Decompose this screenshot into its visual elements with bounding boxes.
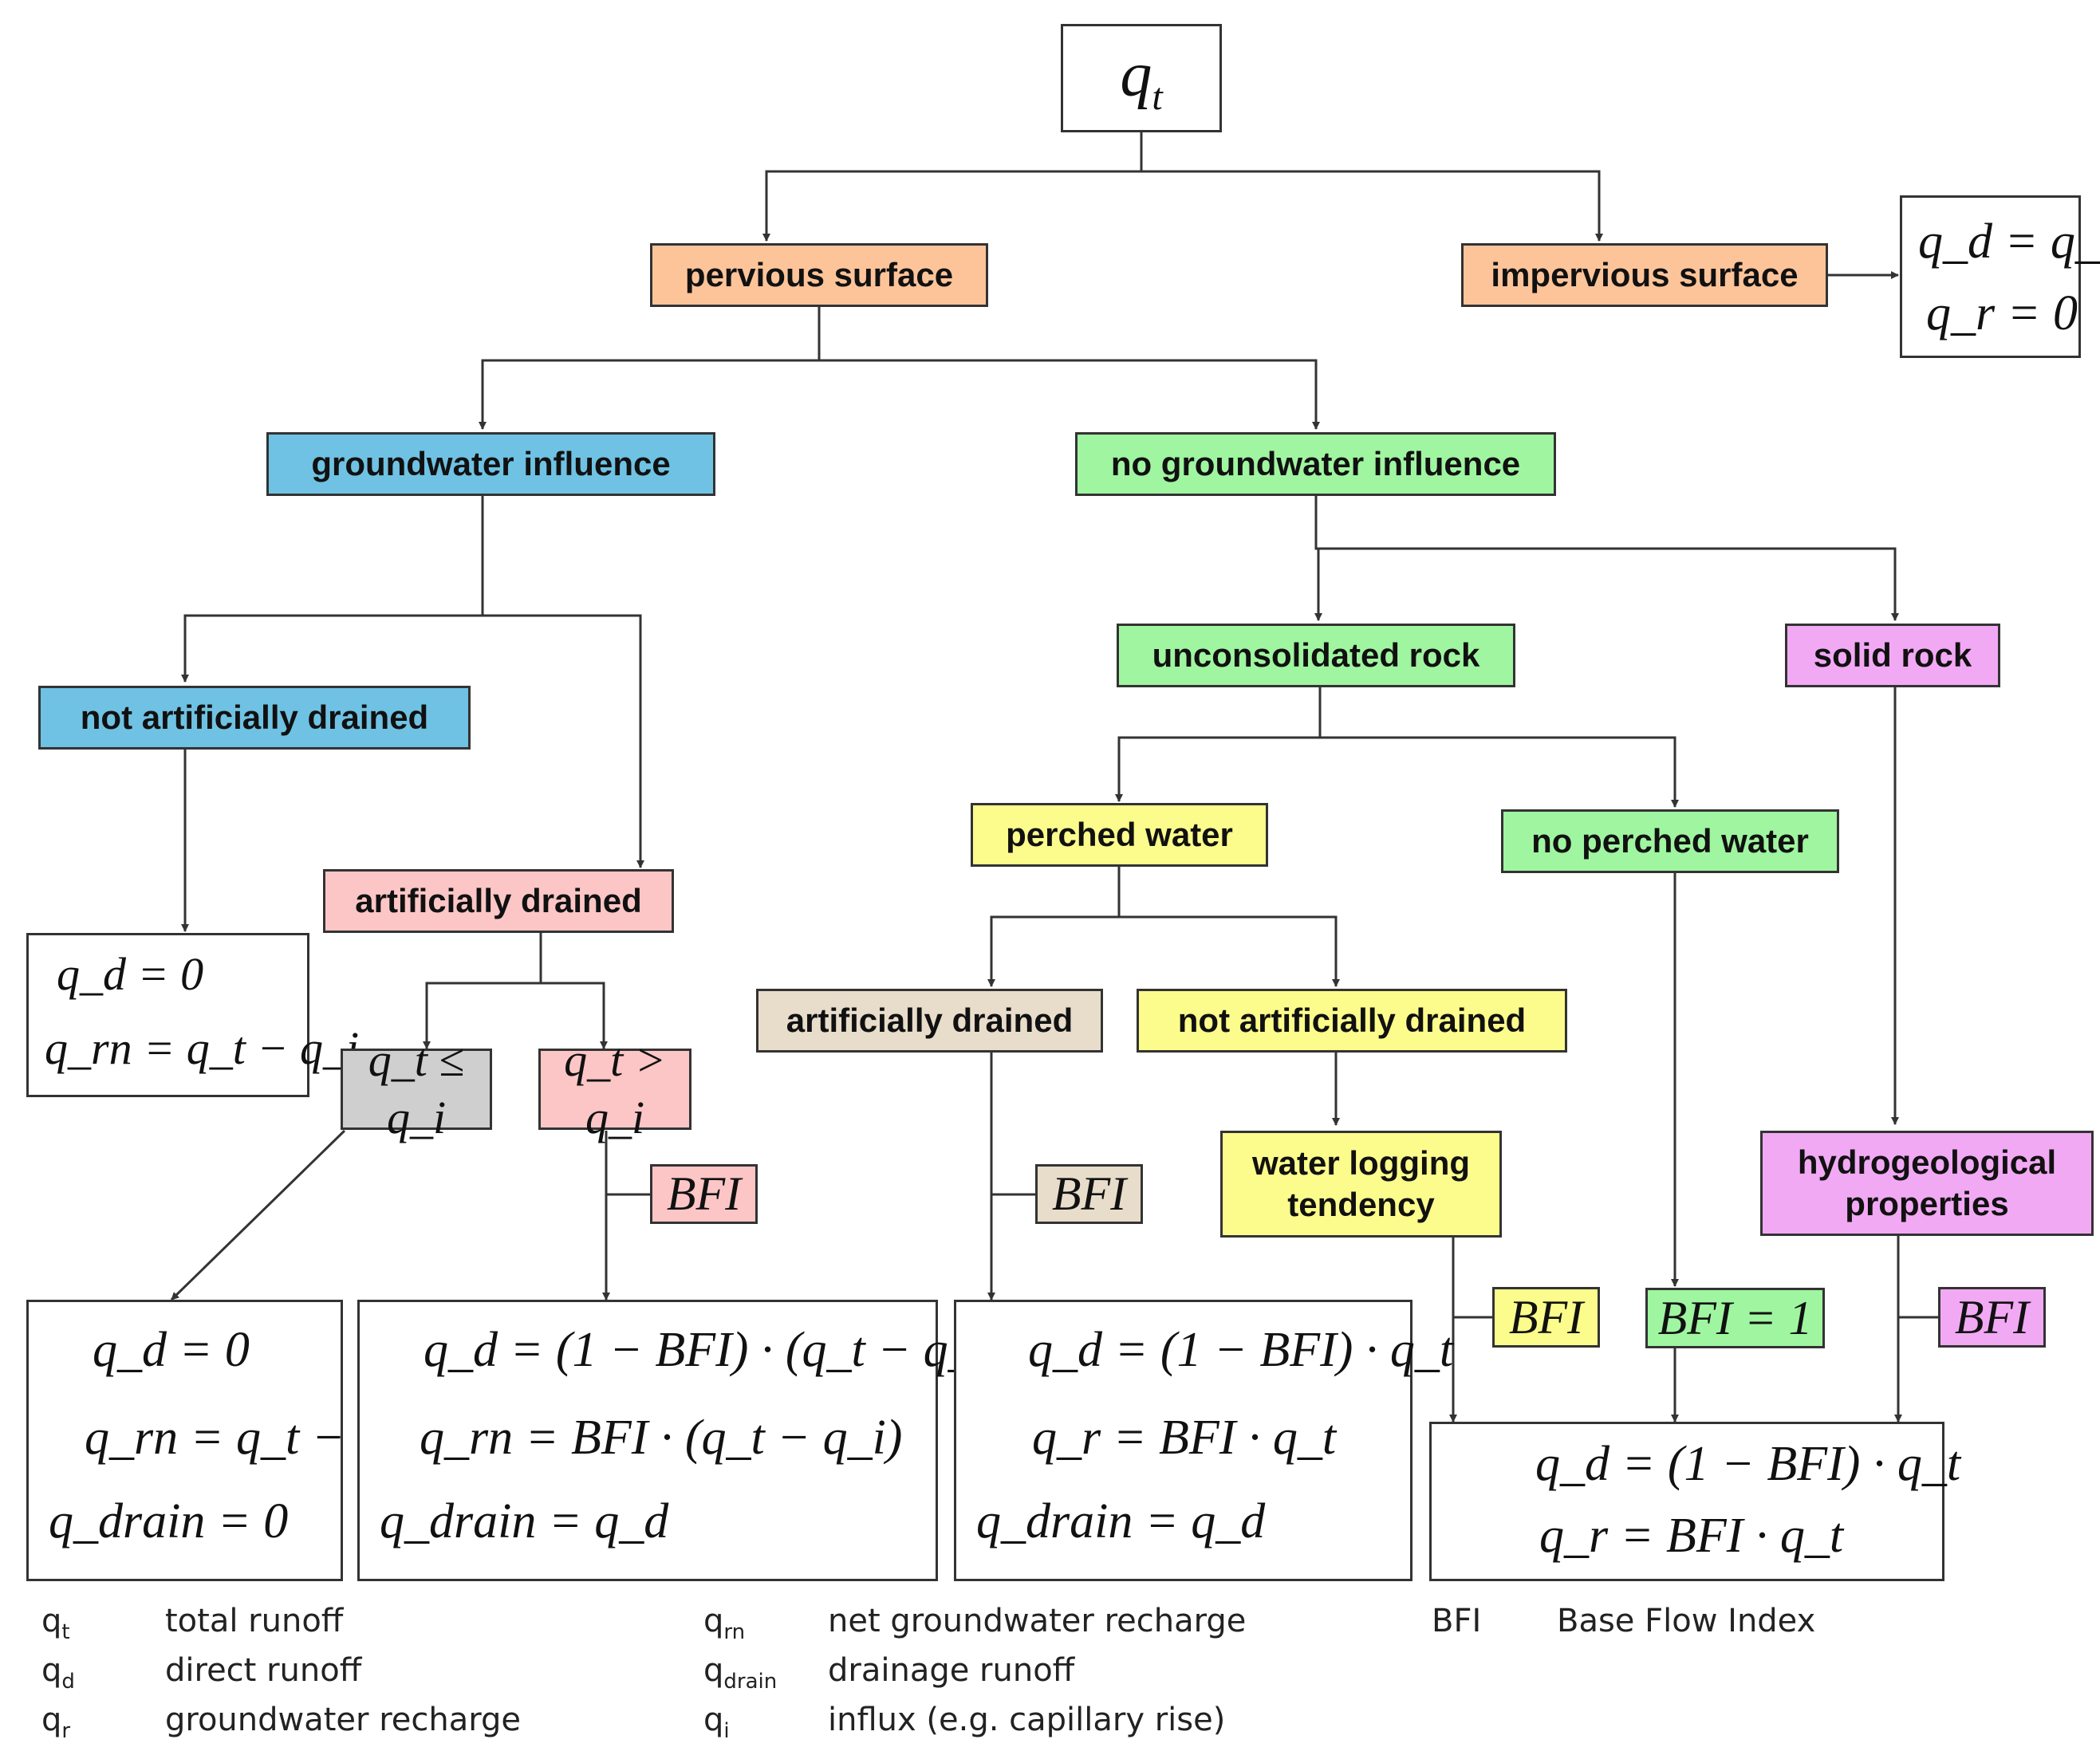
edge-uncons-noperched [1320,736,1679,808]
eq-b4-qr: q_r = BFI · q_t [1539,1509,1844,1563]
node-water-logging-tendency: water logging tendency [1220,1131,1502,1238]
equation-box-3: q_d = (1 − BFI) · q_t q_r = BFI · q_t q_… [954,1300,1453,1581]
node-condition-le: q_t ≤ q_i [341,1034,492,1143]
equation-box-2: q_d = (1 − BFI) · (q_t − q_i) q_rn = BFI… [357,1300,1003,1581]
edge-uncons-perched [1115,687,1322,802]
node-impervious-surface: impervious surface [1461,243,1828,307]
legend-sym-1: qd [41,1652,75,1694]
node-groundwater-influence: groundwater influence [266,432,715,496]
node-perched-water: perched water [971,803,1268,867]
eq-b2-qdrain: q_drain = q_d [380,1494,669,1548]
eq-b1-qdrain: q_drain = 0 [49,1494,289,1548]
legend-desc-3: net groundwater recharge [828,1603,1247,1639]
tag-bfi-yellow: BFI [1492,1287,1600,1348]
edge-pervious-gw [479,307,821,430]
edge-nogw-unconsolidated [1314,496,1322,621]
legend-desc-1: direct runoff [165,1652,362,1689]
edge-perched-notdrained [1119,915,1340,987]
edge-gw-notdrained [181,496,484,683]
edge-nogw-solid [1316,547,1899,621]
node-no-perched-water: no perched water [1501,809,1839,873]
waterlog-line1: water logging [1252,1143,1470,1182]
node-condition-gt: q_t > q_i [538,1034,691,1143]
edge-qt-pervious [762,132,1143,242]
tag-bfi-magenta: BFI [1938,1287,2046,1348]
eq-b3-qdrain: q_drain = q_d [976,1494,1266,1548]
edge-drained-le [423,933,542,1049]
eq-imperv-qr: q_r = 0 [1926,286,2078,340]
legend-sym-0: qt [41,1603,70,1644]
eq-b2-qrn: q_rn = BFI · (q_t − q_i) [420,1411,903,1465]
impervious-equation-box: q_d = q_t q_r = 0 [1900,195,2100,358]
node-not-artificially-drained-left: not artificially drained [38,686,471,750]
node-total-runoff: qt [1061,24,1222,132]
node-no-groundwater-influence: no groundwater influence [1075,432,1556,496]
edge-drained-gt [541,982,608,1049]
edge-le-box1 [170,1129,346,1301]
node-artificially-drained-left: artificially drained [323,869,674,933]
legend-desc-2: groundwater recharge [165,1702,521,1738]
eq-b1-qd: q_d = 0 [93,1323,250,1377]
not-drained-equation-box: q_d = 0 q_rn = q_t − q_i [26,933,359,1097]
node-hydrogeological-properties: hydrogeological properties [1760,1131,2094,1236]
eq-b3-qr: q_r = BFI · q_t [1032,1411,1337,1465]
legend-desc-5: influx (e.g. capillary rise) [828,1702,1226,1738]
equation-box-4: q_d = (1 − BFI) · q_t q_r = BFI · q_t [1429,1422,1960,1581]
node-artificially-drained-mid: artificially drained [756,989,1103,1053]
waterlog-line2: tendency [1287,1186,1435,1223]
node-solid-rock: solid rock [1785,624,2000,687]
edge-perched-drained [987,867,1121,987]
edge-qt-impervious [1141,170,1603,242]
legend-sym-3: qrn [703,1603,746,1644]
legend-desc-6: Base Flow Index [1557,1603,1816,1639]
hydro-line2: properties [1845,1185,2009,1222]
node-pervious-surface: pervious surface [650,243,988,307]
eq-b4-qd: q_d = (1 − BFI) · q_t [1535,1437,1961,1491]
tag-bfi-equals-one: BFI = 1 [1645,1288,1825,1348]
eq-nd-qd: q_d = 0 [57,948,204,1000]
node-unconsolidated-rock: unconsolidated rock [1117,624,1515,687]
edge-pervious-nogw [819,359,1320,430]
tag-bfi-tan: BFI [1035,1164,1143,1224]
legend-desc-0: total runoff [165,1603,344,1639]
legend-sym-4: qdrain [703,1652,778,1694]
node-not-artificially-drained-mid: not artificially drained [1137,989,1567,1053]
legend-sym-6: BFI [1432,1603,1482,1639]
legend-desc-4: drainage runoff [828,1652,1075,1689]
eq-nd-qrn: q_rn = q_t − q_i [45,1022,360,1074]
eq-b3-qd: q_d = (1 − BFI) · q_t [1028,1323,1454,1377]
eq-imperv-qd: q_d = q_t [1918,214,2100,269]
tag-bfi-pink: BFI [650,1164,758,1224]
hydro-line1: hydrogeological [1797,1143,2057,1181]
edge-gw-drained [483,614,644,868]
equation-box-1: q_d = 0 q_rn = q_t − q_i q_drain = 0 [26,1300,420,1581]
legend-sym-2: qr [41,1702,71,1743]
eq-b2-qd: q_d = (1 − BFI) · (q_t − q_i) [424,1323,1003,1377]
legend-sym-5: qi [703,1702,730,1743]
